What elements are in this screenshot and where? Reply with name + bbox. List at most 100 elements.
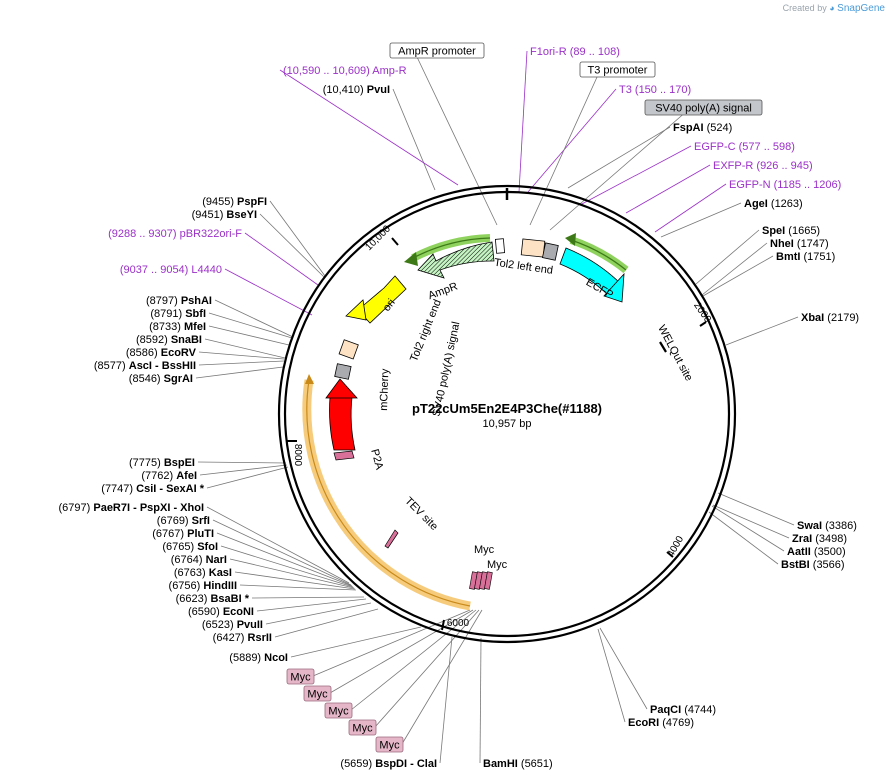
hindiii-label[interactable]: (6756) HindIII [169, 580, 237, 592]
exfp-r-label[interactable]: EXFP-R (926 .. 945) [713, 160, 813, 172]
myc-box-label-2[interactable]: Myc [328, 706, 349, 718]
asci-leader-line [198, 360, 285, 366]
myc-box-label-1[interactable]: Myc [307, 689, 328, 701]
agei-leader-line [660, 202, 742, 238]
tol2-right-end-feature[interactable] [338, 339, 359, 360]
swai-label[interactable]: SwaI (3386) [797, 520, 857, 532]
econi-leader-line [256, 598, 367, 612]
paqci-label[interactable]: PaqCI (4744) [650, 704, 716, 716]
snabi-label[interactable]: (8592) SnaBI [136, 334, 202, 346]
ecori-label[interactable]: EcoRI (4769) [628, 717, 694, 729]
p2a-feature[interactable] [333, 450, 355, 461]
aatii-leader-line [711, 505, 785, 552]
xbai-label[interactable]: XbaI (2179) [801, 312, 859, 324]
asci-label[interactable]: (8577) AscI - BssHII [94, 360, 196, 372]
srfi-label[interactable]: (6769) SrfI [157, 515, 210, 527]
bspei-label[interactable]: (7775) BspEI [129, 457, 195, 469]
xbai-leader-line [725, 316, 799, 346]
bsabi-label[interactable]: (6623) BsaBI * [176, 593, 250, 605]
pvui-label[interactable]: (10,410) PvuI [323, 84, 390, 96]
paer7i-label[interactable]: (6797) PaeR7I - PspXI - XhoI [59, 502, 205, 514]
pbr322-label[interactable]: (9288 .. 9307) pBR322ori-F [108, 228, 242, 240]
ori-feature-head[interactable] [345, 299, 367, 321]
ampr-promoter-label[interactable]: AmpR promoter [398, 46, 476, 58]
mcherry-feature-body[interactable] [329, 396, 356, 451]
myc-box-label-3[interactable]: Myc [352, 723, 373, 735]
t3-leader-line [527, 88, 617, 193]
pshai-label[interactable]: (8797) PshAI [146, 295, 212, 307]
nari-label[interactable]: (6764) NarI [171, 554, 227, 566]
pvuii-label[interactable]: (6523) PvuII [202, 619, 263, 631]
swai-leader-line [717, 492, 795, 526]
bamhi-label[interactable]: BamHI (5651) [483, 758, 553, 770]
sv40-polya-feature-top[interactable] [541, 242, 559, 261]
sv40-polya-box-label[interactable]: SV40 poly(A) signal [655, 103, 752, 115]
l4440-label[interactable]: (9037 .. 9054) L4440 [120, 264, 222, 276]
aatii-label[interactable]: AatII (3500) [787, 546, 846, 558]
pluti-label[interactable]: (6767) PluTI [152, 528, 214, 540]
welqut-site-feature[interactable] [659, 341, 667, 353]
egfp-c-label[interactable]: EGFP-C (577 .. 598) [694, 141, 795, 153]
bspei-leader-line [197, 461, 287, 464]
amp-r-label[interactable]: (10,590 .. 10,609) Amp-R [283, 65, 407, 77]
csii-label[interactable]: (7747) CsiI - SexAI * [101, 483, 204, 495]
myc-box-label-0[interactable]: Myc [290, 672, 311, 684]
feature-arc-orange-head [305, 374, 314, 384]
mcherry-feature-label: mCherry [378, 368, 391, 411]
ecfp-feature-head[interactable] [603, 272, 625, 303]
ampr-arc [412, 237, 491, 259]
tick-10000 [391, 237, 399, 246]
bmti-label[interactable]: BmtI (1751) [776, 251, 835, 263]
agei-label[interactable]: AgeI (1263) [744, 198, 803, 210]
hindiii-leader-line [239, 584, 357, 591]
afei-leader-line [199, 464, 288, 476]
feature-arc-orange [306, 379, 471, 607]
paer7i-leader-line [206, 506, 350, 584]
pspfi-label[interactable]: (9455) PspFI [202, 196, 267, 208]
egfp-n-label[interactable]: EGFP-N (1185 .. 1206) [729, 179, 841, 191]
ecorv-label[interactable]: (8586) EcoRV [126, 347, 197, 359]
myc-tag-features[interactable] [469, 571, 493, 590]
kasi-label[interactable]: (6763) KasI [174, 567, 232, 579]
mfei-label[interactable]: (8733) MfeI [149, 321, 206, 333]
p2a-feature-label: P2A [368, 448, 385, 472]
ampr-arc-head [404, 252, 418, 266]
tol2-left-end-feature[interactable] [520, 238, 546, 258]
t3-promoter-leader-line [529, 75, 598, 226]
zrai-label[interactable]: ZraI (3498) [792, 533, 847, 545]
t3-promoter-label[interactable]: T3 promoter [588, 65, 648, 77]
tev-site-feature[interactable] [384, 529, 399, 549]
mcherry-feature-head[interactable] [325, 378, 358, 399]
econi-label[interactable]: (6590) EcoNI [188, 606, 254, 618]
label-leader-lines [195, 50, 799, 764]
ampr-promoter-leader-line [416, 56, 498, 226]
sfoi-label[interactable]: (6765) SfoI [162, 541, 218, 553]
ampr-promoter-feature[interactable] [494, 238, 506, 254]
snapgene-logo-icon: ◕ [829, 3, 835, 13]
bstbi-label[interactable]: BstBI (3566) [781, 559, 845, 571]
myc-box-leader-3 [374, 609, 480, 728]
srfi-leader-line [212, 519, 352, 586]
rsrii-label[interactable]: (6427) RsrII [213, 632, 272, 644]
myc-box-label-4[interactable]: Myc [379, 740, 400, 752]
sgrai-label[interactable]: (8546) SgrAI [129, 373, 193, 385]
afei-label[interactable]: (7762) AfeI [141, 470, 197, 482]
pshai-leader-line [214, 299, 294, 338]
t3-label[interactable]: T3 (150 .. 170) [619, 84, 691, 96]
pvui-leader-line [392, 88, 436, 191]
snabi-leader-line [204, 338, 286, 359]
bstbi-leader-line [708, 511, 779, 565]
nhei-label[interactable]: NheI (1747) [770, 238, 829, 250]
f1ori-label[interactable]: F1ori-R (89 .. 108) [530, 46, 620, 58]
ampr-feature-arrow[interactable] [417, 241, 495, 279]
sbfi-label[interactable]: (8791) SbfI [150, 308, 206, 320]
paqci-leader-line [599, 627, 648, 710]
spei-label[interactable]: SpeI (1665) [762, 225, 820, 237]
backbone-outer-ring [277, 184, 737, 644]
fspai-label[interactable]: FspAI (524) [673, 122, 732, 134]
bspdi-label[interactable]: (5659) BspDI - ClaI [340, 758, 437, 770]
sv40-polya-feature-left[interactable] [334, 363, 352, 380]
ncoi-label[interactable]: (5889) NcoI [229, 652, 288, 664]
ecori-leader-line [597, 628, 626, 723]
bseyi-label[interactable]: (9451) BseYI [192, 209, 257, 221]
